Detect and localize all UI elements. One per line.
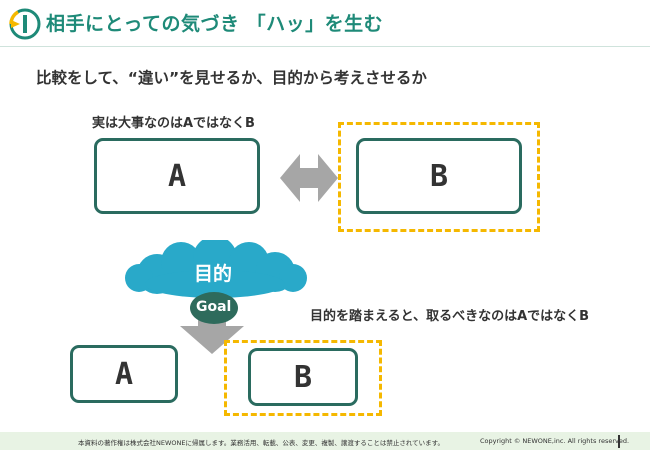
- goal-badge: [190, 292, 238, 324]
- top-box-b: B: [356, 138, 522, 214]
- double-arrow-icon: [280, 154, 338, 202]
- bottom-note: 目的を踏まえると、取るべきなのはAではなくB: [310, 309, 590, 324]
- cloud-shape: [125, 240, 307, 298]
- bottom-highlight-frame: [224, 340, 382, 416]
- down-arrow-icon: [180, 300, 244, 354]
- subtitle: 比較をして、“違い”を見せるか、目的から考えさせるか: [36, 69, 427, 87]
- bottom-box-a: A: [70, 345, 178, 403]
- header-divider: [0, 46, 650, 47]
- footer-copyright: Copyright © NEWONE,inc. All rights reser…: [480, 437, 630, 445]
- footer-bar: [0, 432, 650, 450]
- bottom-box-b: B: [248, 348, 358, 406]
- goal-label: Goal: [196, 299, 232, 315]
- cloud-label: 目的: [194, 263, 233, 285]
- footer-accent-bar: [618, 435, 620, 448]
- page-title: 相手にとっての気づき 「ハッ」を生む: [46, 13, 384, 35]
- top-highlight-frame: [338, 122, 540, 232]
- top-note: 実は大事なのはAではなくB: [92, 116, 255, 131]
- footer-notice: 本資料の著作権は株式会社NEWONEに帰属します。業務活用、転載、公表、変更、複…: [78, 439, 444, 447]
- top-box-a: A: [94, 138, 260, 214]
- newone-logo-icon: [9, 8, 41, 40]
